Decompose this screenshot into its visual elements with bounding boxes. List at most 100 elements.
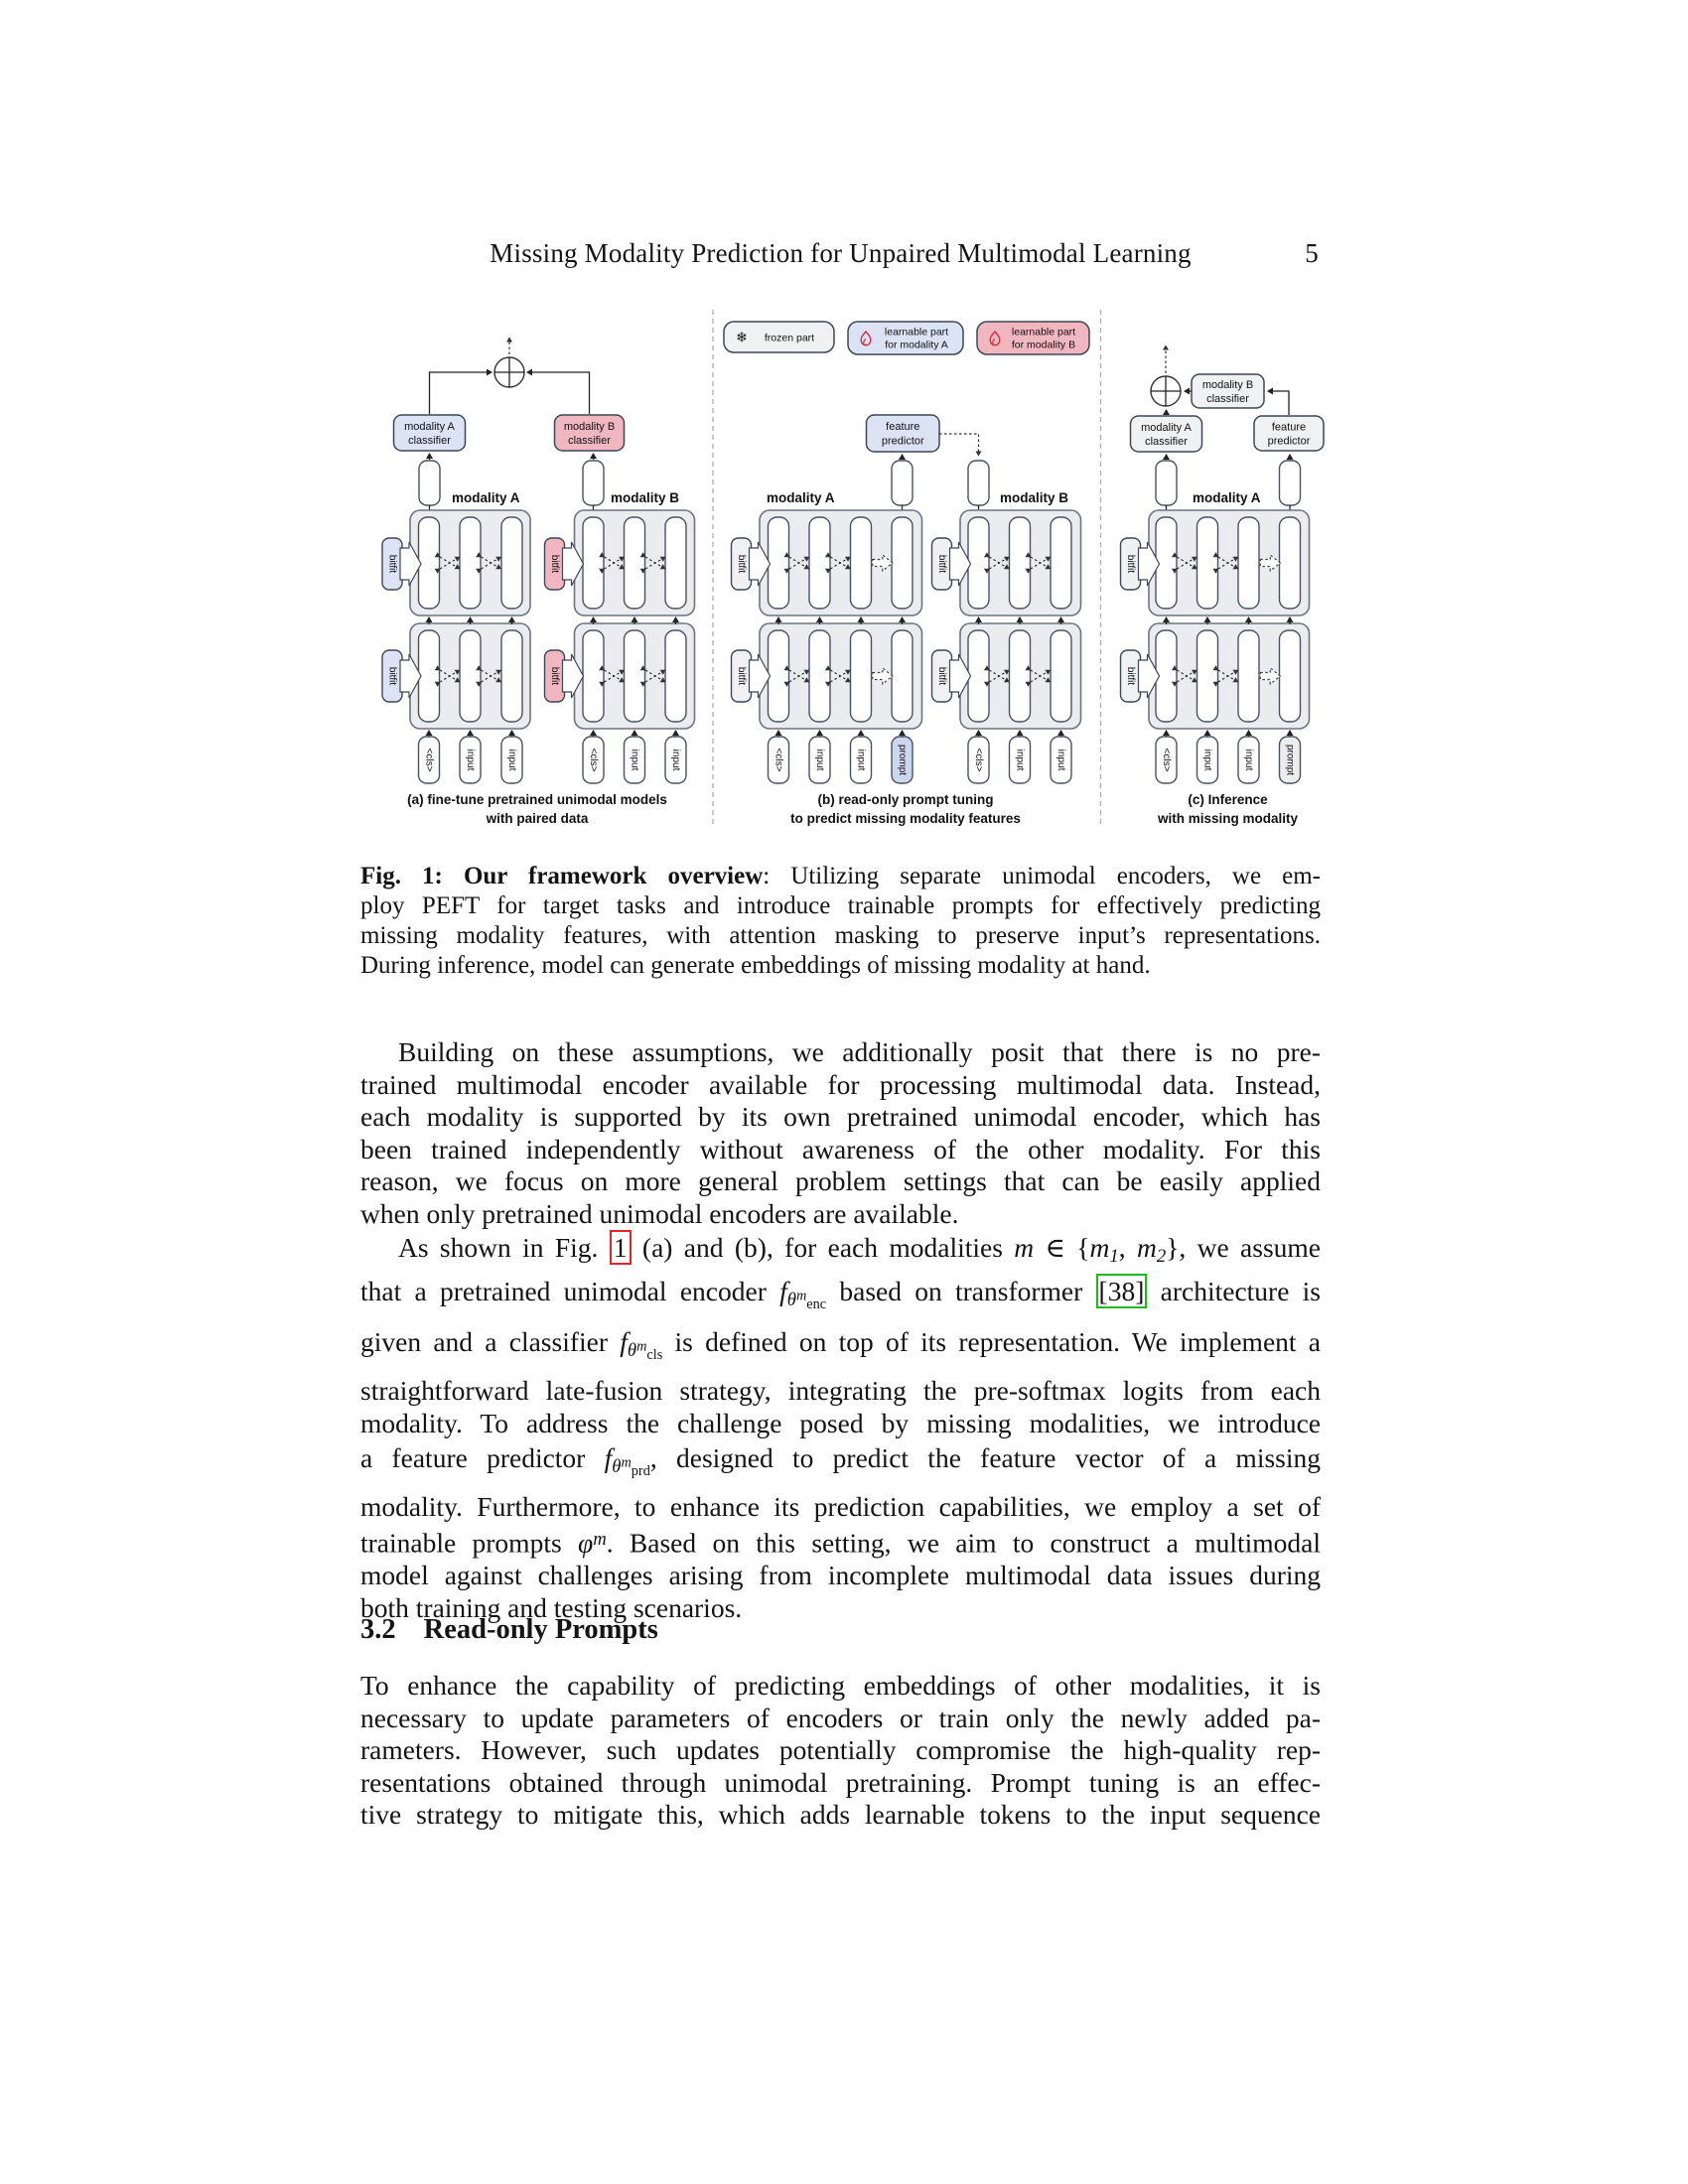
snowflake-icon: ❄ — [736, 330, 748, 345]
encoder-tower-modality-b: bitfit bitfit <cls> input input — [930, 509, 1082, 784]
text-segment: m — [593, 1528, 607, 1550]
svg-text:input: input — [856, 750, 867, 771]
text-segment: m — [1136, 1232, 1157, 1263]
cls-output-token — [418, 460, 441, 506]
svg-text:input: input — [670, 750, 681, 771]
text-line: each modality is supported by its own pr… — [360, 1101, 1321, 1132]
text-segment: prd — [631, 1462, 650, 1479]
text-segment: given and a classifier — [360, 1326, 621, 1358]
svg-text:bitfit: bitfit — [736, 555, 747, 574]
text-line: been trained independently without aware… — [360, 1133, 1321, 1164]
subcaption-a: with paired data — [486, 811, 589, 826]
legend-learnable-b-label: learnable part — [1012, 327, 1075, 339]
text-segment: θ — [627, 1340, 637, 1362]
svg-text:feature: feature — [886, 421, 919, 433]
svg-text:input: input — [1015, 750, 1026, 771]
svg-text:modality A: modality A — [1141, 422, 1192, 434]
text-line: necessary to update parameters of encode… — [360, 1702, 1321, 1733]
svg-text:modality B: modality B — [564, 421, 615, 433]
text-line: straightforward late-fusion strategy, in… — [360, 1374, 1321, 1407]
encoder-tower-modality-b: bitfit bitfit <cls> input input — [543, 509, 696, 784]
figure-caption: Fig. 1: Our framework overview: Utilizin… — [360, 862, 1321, 981]
text-segment: architecture is — [1147, 1276, 1322, 1307]
text-segment: θ — [786, 1290, 796, 1311]
svg-text:<cls>: <cls> — [774, 749, 784, 772]
text-line: Building on these assumptions, we additi… — [398, 1036, 1321, 1067]
text-segment: m — [636, 1338, 647, 1355]
caption-line: missing modality features, with attentio… — [360, 922, 1321, 949]
legend-learnable-b-label: for modality B — [1012, 340, 1075, 351]
legend-learnable-a-label: for modality A — [885, 340, 948, 351]
svg-text:bitfit: bitfit — [549, 667, 560, 686]
modality-a-label: modality A — [1193, 490, 1261, 505]
subcaption-b: (b) read-only prompt tuning — [818, 792, 994, 807]
panel-a: modality A classifier modality B classif… — [381, 337, 696, 826]
text-segment: 2 — [1156, 1246, 1167, 1268]
svg-text:bitfit: bitfit — [549, 555, 560, 574]
text-line: resentations obtained through unimodal p… — [360, 1766, 1321, 1798]
cls-output-token — [1155, 460, 1178, 506]
text-segment: f — [779, 1276, 787, 1307]
text-line: rameters. However, such updates potentia… — [360, 1734, 1321, 1765]
svg-text:classifier: classifier — [1145, 436, 1188, 448]
svg-text:classifier: classifier — [408, 435, 451, 447]
text-line: trained multimodal encoder available for… — [360, 1068, 1321, 1100]
section-title: Read-only Prompts — [423, 1614, 658, 1645]
running-head-title: Missing Modality Prediction for Unpaired… — [490, 238, 1192, 268]
svg-text:input: input — [1055, 750, 1066, 771]
svg-text:bitfit: bitfit — [1125, 667, 1136, 686]
svg-text:input: input — [465, 750, 476, 771]
modality-a-classifier-box: modality A classifier — [1129, 415, 1203, 453]
encoder-tower-modality-a: bitfit bitfit <cls> input input prompt — [730, 509, 923, 784]
svg-text:bitfit: bitfit — [387, 555, 398, 574]
modality-a-classifier-box: modality A classifier — [392, 414, 467, 452]
svg-text:input: input — [814, 750, 825, 771]
text-segment: : Utilizing separate unimodal encoders, … — [763, 863, 1321, 889]
modality-b-label: modality B — [611, 490, 679, 505]
text-segment: f — [604, 1441, 613, 1473]
text-line: that a pretrained unimodal encoder fθmen… — [360, 1273, 1321, 1323]
text-segment: m — [795, 1288, 807, 1304]
legend-learnable-a-label: learnable part — [885, 327, 948, 339]
svg-text:input: input — [1243, 750, 1254, 771]
paragraph-1: Building on these assumptions, we additi… — [360, 1036, 1321, 1230]
svg-text:input: input — [506, 750, 517, 771]
svg-text:predictor: predictor — [882, 436, 924, 448]
subcaption-a: (a) fine-tune pretrained unimodal models — [407, 792, 667, 807]
svg-text:bitfit: bitfit — [936, 667, 947, 686]
caption-line: During inference, model can generate emb… — [360, 952, 1151, 979]
svg-text:bitfit: bitfit — [387, 667, 398, 686]
text-segment: [38] — [1095, 1274, 1148, 1309]
text-segment: enc — [806, 1297, 827, 1313]
text-segment: f — [620, 1326, 628, 1358]
encoder-tower-modality-a: bitfit bitfit <cls> input input prompt — [1119, 509, 1311, 784]
svg-text:<cls>: <cls> — [424, 749, 435, 772]
svg-text:feature: feature — [1272, 422, 1306, 434]
caption-line: ploy PEFT for target tasks and introduce… — [360, 892, 1321, 919]
feature-predictor-box: feature predictor — [865, 414, 940, 453]
paragraph-2: As shown in Fig. 1 (a) and (b), for each… — [360, 1230, 1322, 1624]
text-segment: 1 — [1109, 1246, 1119, 1268]
text-line: given and a classifier fθmcls is defined… — [360, 1323, 1321, 1374]
text-line: model against challenges arising from in… — [360, 1559, 1321, 1591]
text-line: To enhance the capability of predicting … — [360, 1670, 1321, 1701]
cls-output-token — [967, 460, 990, 506]
text-segment: }, we assume — [1166, 1232, 1321, 1263]
modality-b-classifier-box: modality B classifier — [553, 414, 626, 452]
text-segment: θ — [612, 1456, 622, 1478]
text-segment: a feature predictor — [360, 1441, 605, 1473]
svg-text:modality B: modality B — [1202, 379, 1253, 391]
text-line: when only pretrained unimodal encoders a… — [360, 1197, 959, 1229]
figure-1-diagram: ❄ frozen part learnable part for modalit… — [380, 300, 1326, 836]
text-segment: , designed to predict the feature vector… — [649, 1441, 1322, 1473]
svg-text:classifier: classifier — [1206, 393, 1249, 405]
text-segment: straightforward late-fusion strategy, in… — [360, 1374, 1321, 1406]
modality-a-label: modality A — [452, 490, 520, 505]
figure-legend: ❄ frozen part learnable part for modalit… — [723, 321, 1090, 355]
paragraph-3: To enhance the capability of predicting … — [360, 1670, 1321, 1832]
modality-a-label: modality A — [767, 490, 835, 505]
text-segment: is defined on top of its representation.… — [662, 1326, 1321, 1358]
svg-text:prompt: prompt — [1285, 745, 1296, 775]
